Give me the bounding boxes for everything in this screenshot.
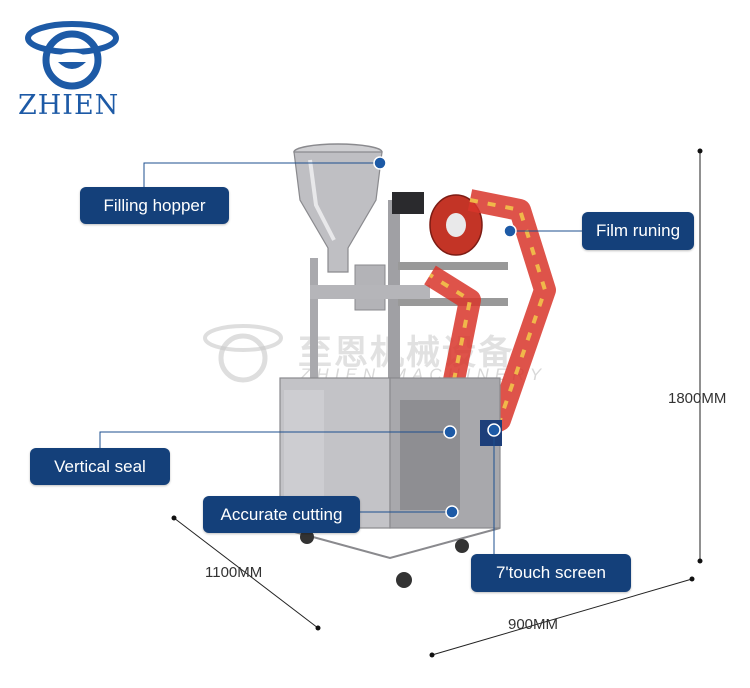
watermark-logo-icon [203,324,283,383]
vertical-seal-label: Vertical seal [30,448,170,485]
brand-logo-icon [25,21,119,90]
watermark-chinese: 至恩机械设备 [298,334,514,372]
accurate-cutting-label: Accurate cutting [203,496,360,533]
hopper-icon [293,143,383,273]
height-dimension: 1800MM [668,390,727,407]
touch-screen-label: 7'touch screen [471,554,631,592]
brand-name: ZHIEN [18,90,120,121]
film-running-label: Film runing [582,212,694,250]
depth-dimension: 1100MM [205,564,263,581]
filling-hopper-label: Filling hopper [80,187,229,224]
width-dimension: 900MM [508,616,559,633]
